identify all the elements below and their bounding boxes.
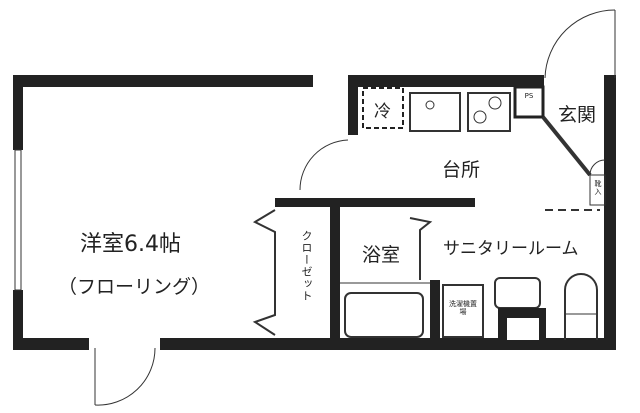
room-entrance: 玄関	[558, 104, 597, 126]
room-name-western: 洋室6.4帖	[80, 232, 181, 257]
room-kitchen: 台所	[442, 159, 481, 181]
room-bathroom: 浴室	[362, 244, 401, 266]
room-flooring-note: （フローリング）	[58, 276, 211, 298]
room-sanitary: サニタリールーム	[443, 239, 579, 259]
fridge-label: 冷	[374, 102, 391, 122]
shoe-storage-label: 靴入	[594, 180, 602, 196]
ps-label: PS	[524, 92, 534, 100]
room-closet: クローゼット	[300, 230, 313, 302]
washer-space-label: 洗濯機置場	[449, 300, 477, 316]
